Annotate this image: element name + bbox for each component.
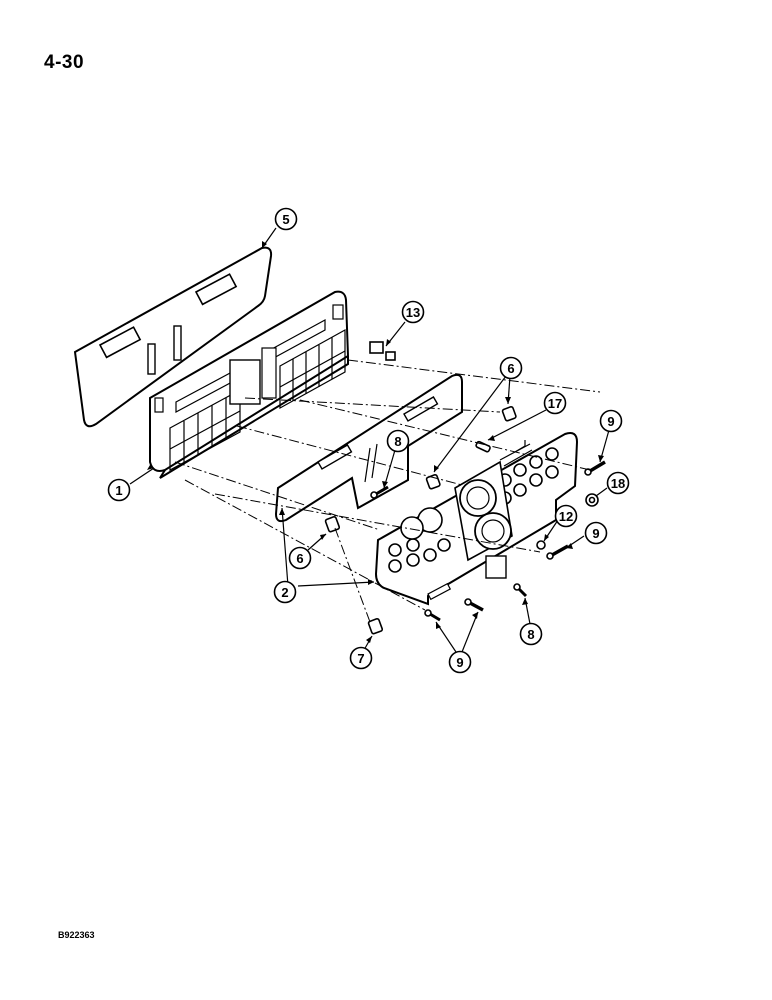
nut-18 <box>585 493 599 507</box>
pin-17 <box>475 440 491 453</box>
gauge-cluster-board-part <box>374 432 579 606</box>
callout-12: 12 <box>554 504 578 528</box>
callout-arrowheads <box>147 241 604 643</box>
washer-12 <box>536 540 546 550</box>
svg-text:9: 9 <box>592 526 599 541</box>
overlay-decal-part <box>73 246 273 428</box>
spacer-7 <box>367 618 384 635</box>
svg-text:17: 17 <box>548 396 562 411</box>
callout-1: 1 <box>107 478 131 502</box>
svg-text:6: 6 <box>296 551 303 566</box>
callout-17: 17 <box>543 391 567 415</box>
callout-5: 5 <box>274 207 298 231</box>
svg-text:18: 18 <box>611 476 625 491</box>
svg-text:7: 7 <box>357 651 364 666</box>
spacer-6-lower <box>324 516 341 533</box>
screw-8-upper <box>370 485 389 499</box>
svg-text:6: 6 <box>507 361 514 376</box>
callout-8-upper: 8 <box>386 429 410 453</box>
screw-9-lower-b <box>424 609 441 622</box>
svg-text:9: 9 <box>607 414 614 429</box>
svg-text:1: 1 <box>115 483 122 498</box>
assembly-center-lines <box>174 359 601 623</box>
svg-text:12: 12 <box>559 509 573 524</box>
callout-8-lower: 8 <box>519 622 543 646</box>
screw-9-upper <box>584 460 606 476</box>
spacer-6-middle <box>425 474 441 490</box>
screw-9-lower-a <box>464 598 484 612</box>
callout-2: 2 <box>273 580 297 604</box>
mounting-bracket-part <box>274 373 463 523</box>
figure-code: B922363 <box>58 930 95 940</box>
callout-9-right: 9 <box>584 521 608 545</box>
screw-9-right <box>546 544 569 560</box>
callout-18: 18 <box>606 471 630 495</box>
svg-text:5: 5 <box>282 212 289 227</box>
callout-7: 7 <box>349 646 373 670</box>
svg-text:13: 13 <box>406 305 420 320</box>
lamp-socket-part <box>369 341 396 361</box>
page-number: 4-30 <box>44 52 85 73</box>
callout-9-upper: 9 <box>599 409 623 433</box>
screw-8-lower <box>513 583 528 598</box>
svg-text:2: 2 <box>281 585 288 600</box>
callout-6-upper: 6 <box>499 356 523 380</box>
callout-13: 13 <box>401 300 425 324</box>
spacer-6-upper <box>501 406 517 422</box>
callout-6-lower: 6 <box>288 546 312 570</box>
svg-text:8: 8 <box>527 627 534 642</box>
svg-text:9: 9 <box>456 655 463 670</box>
svg-text:8: 8 <box>394 434 401 449</box>
callout-9-lower: 9 <box>448 650 472 674</box>
